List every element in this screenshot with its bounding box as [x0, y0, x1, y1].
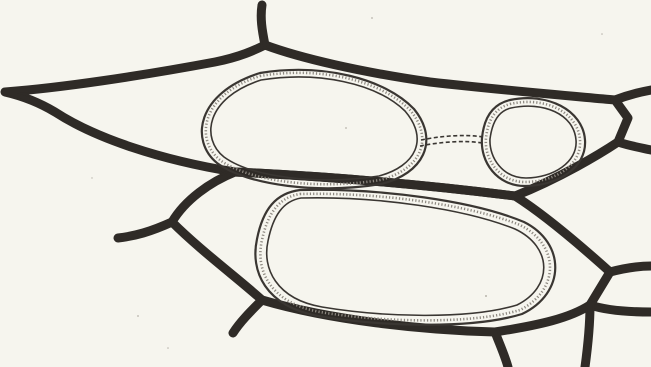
protoplasts	[202, 70, 585, 325]
cell-walls	[5, 5, 651, 367]
cytoplasmic-strand-lower	[420, 142, 482, 146]
cytoplasmic-strand	[421, 136, 483, 140]
lower-cell-wall	[172, 172, 610, 332]
protoplast-lower	[255, 190, 555, 325]
protoplast-upper-right	[482, 98, 585, 186]
